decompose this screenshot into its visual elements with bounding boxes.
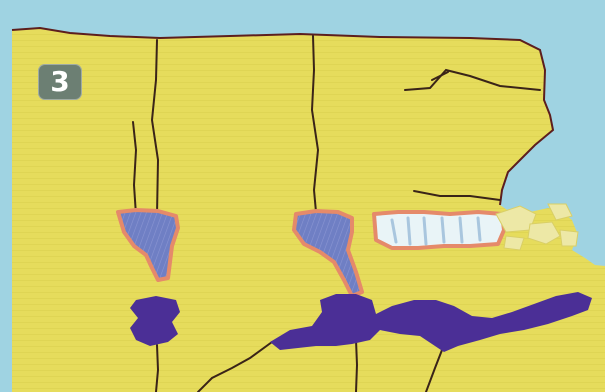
panel-number: 3 <box>50 68 69 96</box>
river-9 <box>356 340 357 392</box>
panel-number-badge: 3 <box>38 64 82 100</box>
